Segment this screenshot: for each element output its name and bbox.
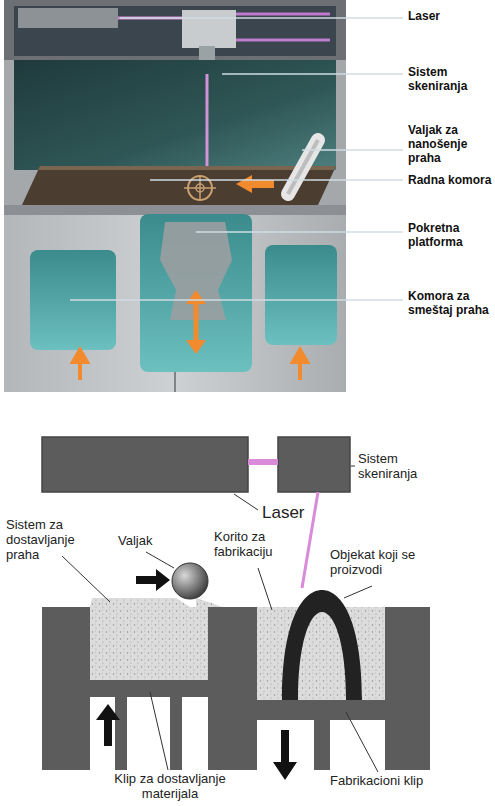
sls-machine <box>4 0 346 392</box>
sls-machine <box>4 205 346 215</box>
sls-machine <box>236 39 330 42</box>
sls-machine <box>265 245 337 345</box>
leader-line <box>302 149 403 151</box>
sls-schematic <box>42 437 248 492</box>
sls-machine <box>236 175 274 193</box>
part-label: Sistem za dostavljanje praha <box>6 518 110 563</box>
sls-schematic <box>257 700 385 720</box>
part-label: Radna komora <box>408 174 491 188</box>
part-label: Valjak <box>118 534 152 549</box>
sls-schematic <box>96 704 120 746</box>
sls-machine <box>38 166 336 170</box>
sls-schematic <box>248 459 278 465</box>
part-label: Sistem skeniranja <box>358 452 450 482</box>
leader-line <box>120 17 403 19</box>
sls-schematic <box>282 590 362 700</box>
part-label: Sistem skeniranja <box>408 66 492 94</box>
leader-line <box>234 494 258 510</box>
sls-machine <box>4 215 346 392</box>
sls-schematic <box>172 563 208 599</box>
leader-line <box>150 179 403 181</box>
leader-line <box>346 712 378 772</box>
sls-schematic <box>257 607 385 700</box>
sls-machine <box>236 13 330 16</box>
sls-machine <box>18 8 118 28</box>
leader-line <box>150 692 168 770</box>
leader-line <box>196 231 403 233</box>
sls-schematic <box>170 697 182 770</box>
sls-schematic <box>42 437 430 780</box>
sls-machine <box>288 140 318 194</box>
sls-machine <box>4 0 346 60</box>
sls-machine <box>186 340 206 354</box>
sls-schematic <box>115 697 127 770</box>
sls-schematic <box>273 730 297 780</box>
sls-machine <box>194 302 199 342</box>
sls-schematic <box>90 680 208 697</box>
leader-line <box>258 568 272 610</box>
sls-schematic <box>314 720 330 770</box>
part-label: Pokretna platforma <box>408 222 492 250</box>
part-label: Klip za dostavljanje materijala <box>96 772 244 802</box>
sls-schematic <box>90 598 190 607</box>
part-label: Korito za fabrikaciju <box>214 530 310 560</box>
leader-line <box>70 18 403 300</box>
leader-line <box>344 586 372 598</box>
leader-line <box>70 299 403 301</box>
sls-machine <box>73 350 87 380</box>
part-label: Laser <box>262 503 305 523</box>
sls-schematic <box>385 607 430 770</box>
sls-schematic <box>90 607 208 680</box>
sls-machine <box>288 140 318 194</box>
sls-machine <box>14 60 336 170</box>
sls-machine <box>293 350 307 380</box>
sls-machine <box>186 290 206 304</box>
leader-line <box>146 552 174 568</box>
leader-line <box>351 466 355 467</box>
leader-line <box>62 466 378 772</box>
part-label: Laser <box>408 10 440 24</box>
sls-schematic <box>196 598 222 607</box>
part-label: Objekat koji se proizvodi <box>330 548 450 578</box>
sls-schematic <box>278 437 350 492</box>
sls-schematic <box>136 569 170 591</box>
leader-line <box>222 73 403 75</box>
sls-machine <box>14 6 336 56</box>
part-label: Valjak za nanošenje praha <box>408 124 492 165</box>
leader-line <box>62 556 110 602</box>
part-label: Fabrikacioni klip <box>330 774 423 789</box>
sls-schematic <box>42 607 90 770</box>
sls-schematic <box>208 607 257 770</box>
sls-machine <box>140 214 252 372</box>
sls-machine <box>4 0 346 392</box>
part-label: Komora za smeštaj praha <box>408 290 492 318</box>
sls-machine <box>174 372 176 392</box>
sls-machine <box>182 10 236 48</box>
